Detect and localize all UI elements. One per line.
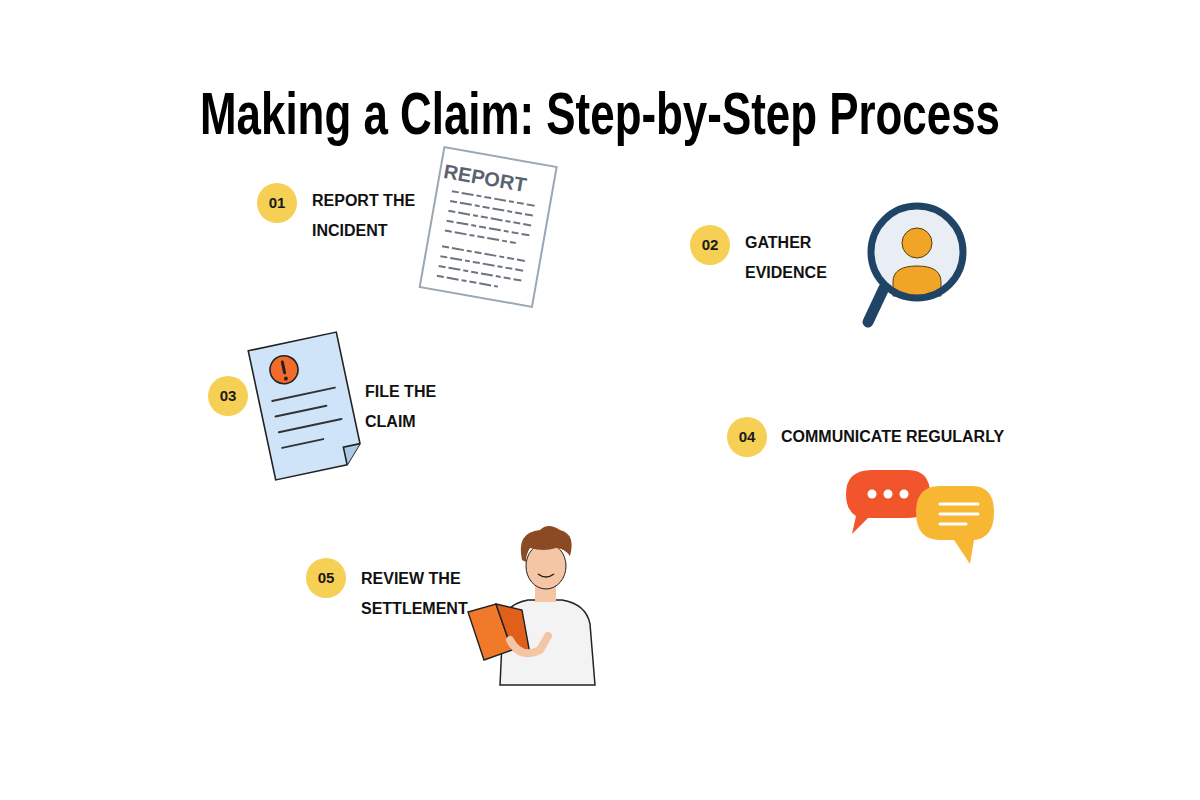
magnifier-icon <box>868 206 963 322</box>
reader-figure <box>468 526 595 685</box>
step-number: 05 <box>306 558 346 598</box>
step-label: REVIEW THE SETTLEMENT <box>361 564 479 624</box>
step-number: 01 <box>257 183 297 223</box>
step-number: 02 <box>690 225 730 265</box>
connector-line <box>580 495 712 620</box>
connector-line <box>483 440 712 495</box>
step-number-badge: 04 <box>727 417 767 457</box>
step-number-badge: 03 <box>208 376 248 416</box>
report-document <box>420 147 557 307</box>
step-number: 03 <box>208 376 248 416</box>
step-label: REPORT THE INCIDENT <box>312 186 432 246</box>
step-box: REPORT THE INCIDENT 01 <box>242 176 538 308</box>
step-box: COMMUNICATE REGULARLY 04 <box>712 409 1019 545</box>
step-number-badge: 05 <box>306 558 346 598</box>
step-label: FILE THE CLAIM <box>365 377 460 437</box>
step-box: FILE THE CLAIM 03 <box>192 369 483 502</box>
step-box: REVIEW THE SETTLEMENT 05 <box>290 550 580 685</box>
speech-bubbles <box>846 470 994 564</box>
diagram-title: Making a Claim: Step-by-Step Process <box>200 82 1000 146</box>
connector-line <box>538 284 675 287</box>
step-number: 04 <box>727 417 767 457</box>
step-box: GATHER EVIDENCE 02 <box>675 216 968 350</box>
step-label: GATHER EVIDENCE <box>745 228 850 288</box>
step-number-badge: 01 <box>257 183 297 223</box>
connector-line <box>483 285 675 440</box>
claim-document <box>248 332 363 480</box>
step-number-badge: 02 <box>690 225 730 265</box>
step-label: COMMUNICATE REGULARLY <box>781 422 1004 452</box>
